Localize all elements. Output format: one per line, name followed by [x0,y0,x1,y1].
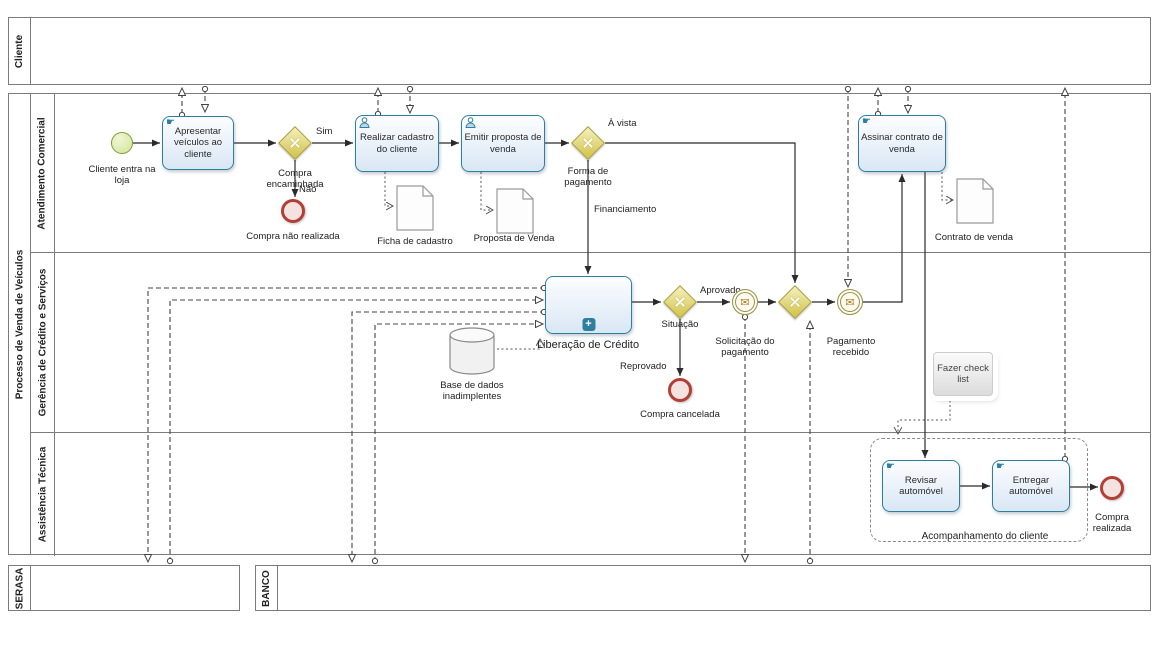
gateway-situacao-label: Situação [661,319,699,330]
edge-label-a-vista: À vista [608,118,637,129]
user-task-icon [359,117,370,131]
message-event-solicitacao-pagamento[interactable]: ✉ [732,289,758,315]
user-task-icon [465,117,476,131]
msg-recebido-label: Pagamento recebido [826,336,876,359]
edge-label-sim: Sim [316,126,333,137]
start-event-label: Cliente entra na loja [88,164,156,187]
lane-atendimento-label: Atendimento Comercial [37,116,48,230]
data-object-ficha-cadastro[interactable] [396,185,434,236]
doc-ficha-label: Ficha de cadastro [377,236,453,247]
lane-assistencia-label-band: Assistência Técnica [31,433,55,556]
lane-gerencia-label-band: Gerência de Crédito e Serviços [31,253,55,432]
pool-banco-label: BANCO [261,569,273,607]
gateway-pagamento-label: Forma de pagamento [564,166,612,189]
lane-gerencia-label: Gerência de Crédito e Serviços [37,268,48,417]
task-realizar-label: Realizar cadastro do cliente [360,132,434,155]
pool-cliente: Cliente [8,17,1151,85]
manual-task-icon: ☛ [166,117,175,128]
envelope-icon: ✉ [845,296,855,309]
doc-proposta-label: Proposta de Venda [473,233,555,244]
task-emitir-proposta[interactable]: Emitir proposta de venda [461,115,545,172]
start-event-cliente-entra[interactable] [111,132,133,154]
task-assinar-contrato[interactable]: ☛ Assinar contrato de venda [858,115,946,172]
database-inadimplentes[interactable] [448,326,496,381]
database-label: Base de dados inadimplentes [440,380,504,403]
pool-banco-label-band: BANCO [256,566,278,610]
gateway-compra-label: Compra encaminhada [266,168,324,191]
pool-serasa: SERASA [8,565,240,611]
envelope-icon: ✉ [740,296,750,309]
end-event-compra-nao-realizada[interactable] [281,199,305,223]
task-emitir-label: Emitir proposta de venda [464,132,542,155]
data-object-proposta-venda[interactable] [496,188,534,239]
group-acompanhamento-label: Acompanhamento do cliente [921,531,1049,542]
lane-atendimento-label-band: Atendimento Comercial [31,94,55,252]
task-realizar-cadastro[interactable]: Realizar cadastro do cliente [355,115,439,172]
pool-cliente-label: Cliente [14,34,25,68]
edge-label-aprovado: Aprovado [700,285,741,296]
pool-serasa-label-band: SERASA [9,566,31,610]
end-event-compra-cancelada[interactable] [668,378,692,402]
pool-main-label: Processo de Venda de Veículos [14,249,26,399]
task-revisar-label: Revisar automóvel [899,474,943,497]
note-fazer-checklist[interactable]: Fazer check list [933,352,993,396]
manual-task-icon: ☛ [996,461,1005,472]
end-cancelada-label: Compra cancelada [640,409,720,420]
pool-banco: BANCO [255,565,1151,611]
manual-task-icon: ☛ [886,461,895,472]
task-assinar-label: Assinar contrato de venda [861,132,943,155]
message-event-pagamento-recebido[interactable]: ✉ [837,289,863,315]
end-nao-label: Compra não realizada [246,231,340,242]
pool-serasa-label: SERASA [14,567,25,609]
lane-atendimento-comercial: Atendimento Comercial [31,94,1150,253]
group-acompanhamento[interactable] [870,438,1088,542]
doc-contrato-label: Contrato de venda [934,232,1014,243]
pool-main-label-band: Processo de Venda de Veículos [9,94,31,554]
edge-label-reprovado: Reprovado [620,361,667,372]
task-revisar-automovel[interactable]: ☛ Revisar automóvel [882,460,960,512]
msg-solicitacao-label: Solicitação do pagamento [715,336,775,359]
data-object-contrato-venda[interactable] [956,178,994,229]
edge-label-financiamento: Financiamento [594,204,657,215]
lane-assistencia-label: Assistência Técnica [37,446,49,543]
task-apresentar-label: Apresentar veículos ao cliente [173,125,223,160]
manual-task-icon: ☛ [862,116,871,127]
subprocess-liberacao-credito[interactable]: + [545,276,632,334]
subprocess-liberacao-label: Liberação de Crédito [536,339,640,351]
lane-assistencia-tecnica: Assistência Técnica [31,433,1150,556]
end-realizada-label: Compra realizada [1092,512,1132,535]
task-entregar-automovel[interactable]: ☛ Entregar automóvel [992,460,1070,512]
task-entregar-label: Entregar automóvel [1009,474,1053,497]
subprocess-plus-icon: + [582,318,595,331]
lane-gerencia-credito: Gerência de Crédito e Serviços [31,253,1150,433]
pool-cliente-label-band: Cliente [9,18,31,84]
note-checklist-label: Fazer check list [937,363,989,385]
end-event-compra-realizada[interactable] [1100,476,1124,500]
edge-label-nao: Não [299,184,317,195]
task-apresentar-veiculos[interactable]: ☛ Apresentar veículos ao cliente [162,116,234,170]
